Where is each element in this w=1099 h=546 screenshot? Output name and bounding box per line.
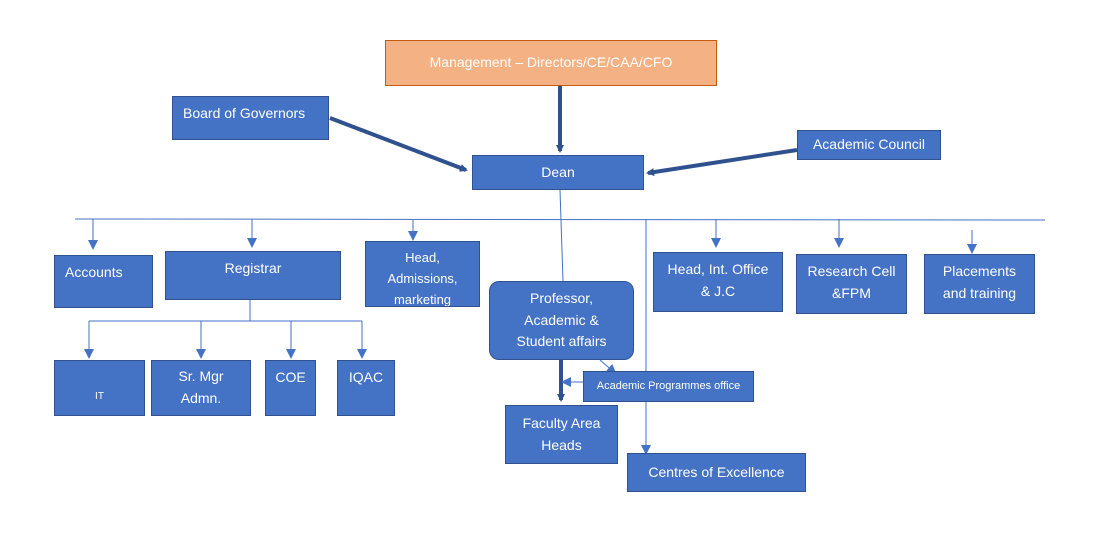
sr-mgr-admn-box: Sr. Mgr Admn. bbox=[151, 360, 251, 416]
board-to-dean-arrow bbox=[329, 116, 468, 172]
head-int-office-label: Head, Int. Office & J.C bbox=[667, 261, 769, 299]
council-to-dean-arrow bbox=[646, 148, 798, 177]
head-admissions-label: Head, Admissions, marketing bbox=[387, 250, 458, 307]
research-cell-box: Research Cell &FPM bbox=[796, 254, 907, 314]
registrar-label: Registrar bbox=[224, 260, 282, 276]
centres-of-excellence-label: Centres of Excellence bbox=[648, 463, 785, 480]
academic-council-box: Academic Council bbox=[797, 130, 941, 160]
dean-label: Dean bbox=[541, 163, 575, 180]
academic-programmes-office-box: Academic Programmes office bbox=[583, 371, 754, 402]
management-label: Management – Directors/CE/CAA/CFO bbox=[429, 54, 673, 71]
iqac-label: IQAC bbox=[348, 369, 384, 385]
faculty-area-heads-box: Faculty Area Heads bbox=[505, 405, 618, 464]
placements-label: Placements and training bbox=[942, 263, 1017, 301]
it-label: IT bbox=[95, 391, 104, 403]
accounts-box: Accounts bbox=[54, 255, 153, 308]
iqac-box: IQAC bbox=[337, 360, 395, 416]
centres-of-excellence-box: Centres of Excellence bbox=[627, 453, 806, 492]
head-int-office-box: Head, Int. Office & J.C bbox=[653, 252, 783, 312]
professor-academic-box: Professor, Academic & Student affairs bbox=[489, 281, 634, 360]
registrar-box: Registrar bbox=[165, 251, 341, 300]
board-of-governors-label: Board of Governors bbox=[183, 105, 306, 121]
faculty-area-heads-label: Faculty Area Heads bbox=[522, 414, 601, 453]
sr-mgr-admn-label: Sr. Mgr Admn. bbox=[178, 368, 224, 406]
research-cell-label: Research Cell &FPM bbox=[807, 263, 896, 301]
it-box: IT bbox=[54, 360, 145, 416]
dean-to-professor-line bbox=[559, 189, 564, 282]
placements-box: Placements and training bbox=[924, 254, 1035, 314]
academic-programmes-office-label: Academic Programmes office bbox=[596, 379, 741, 392]
head-admissions-box: Head, Admissions, marketing bbox=[365, 241, 480, 307]
coe-box: COE bbox=[265, 360, 316, 416]
dean-box: Dean bbox=[472, 155, 644, 190]
professor-academic-label: Professor, Academic & Student affairs bbox=[516, 289, 607, 350]
professor-to-programmes-arrow bbox=[599, 359, 617, 375]
academic-council-label: Academic Council bbox=[812, 136, 926, 153]
distribution-line bbox=[74, 218, 1046, 221]
board-of-governors-box: Board of Governors bbox=[172, 96, 329, 140]
accounts-label: Accounts bbox=[65, 264, 123, 280]
management-box: Management – Directors/CE/CAA/CFO bbox=[385, 40, 717, 86]
coe-label: COE bbox=[275, 369, 306, 385]
